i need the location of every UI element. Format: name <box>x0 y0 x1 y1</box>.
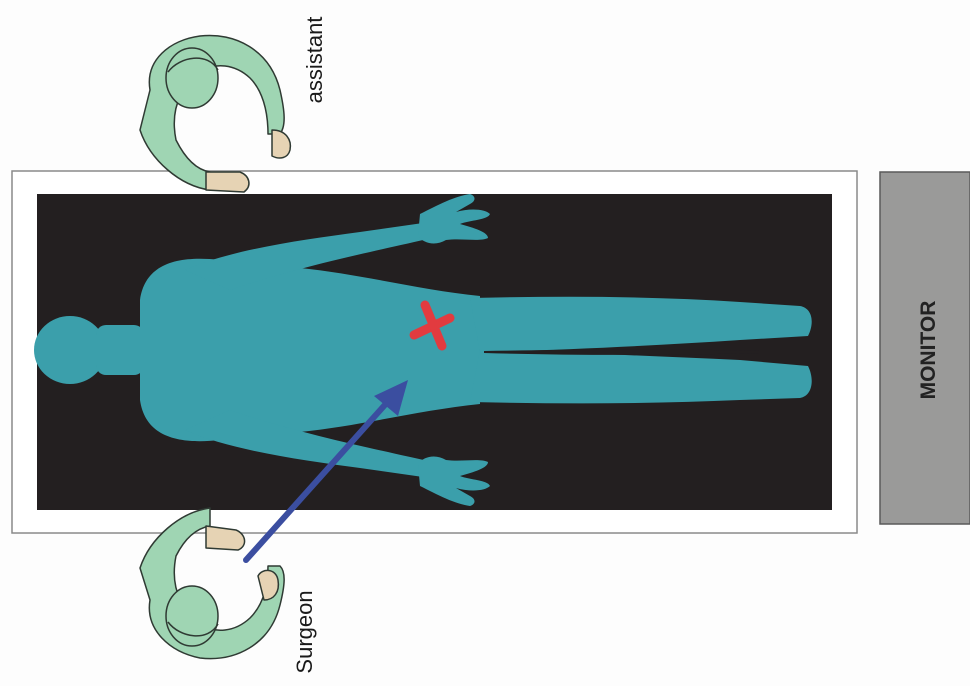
assistant-figure <box>140 35 290 192</box>
assistant-label: assistant <box>302 17 327 104</box>
surgeon-label: Surgeon <box>292 590 317 673</box>
monitor-label: MONITOR <box>917 301 940 400</box>
monitor: MONITOR <box>880 172 970 524</box>
